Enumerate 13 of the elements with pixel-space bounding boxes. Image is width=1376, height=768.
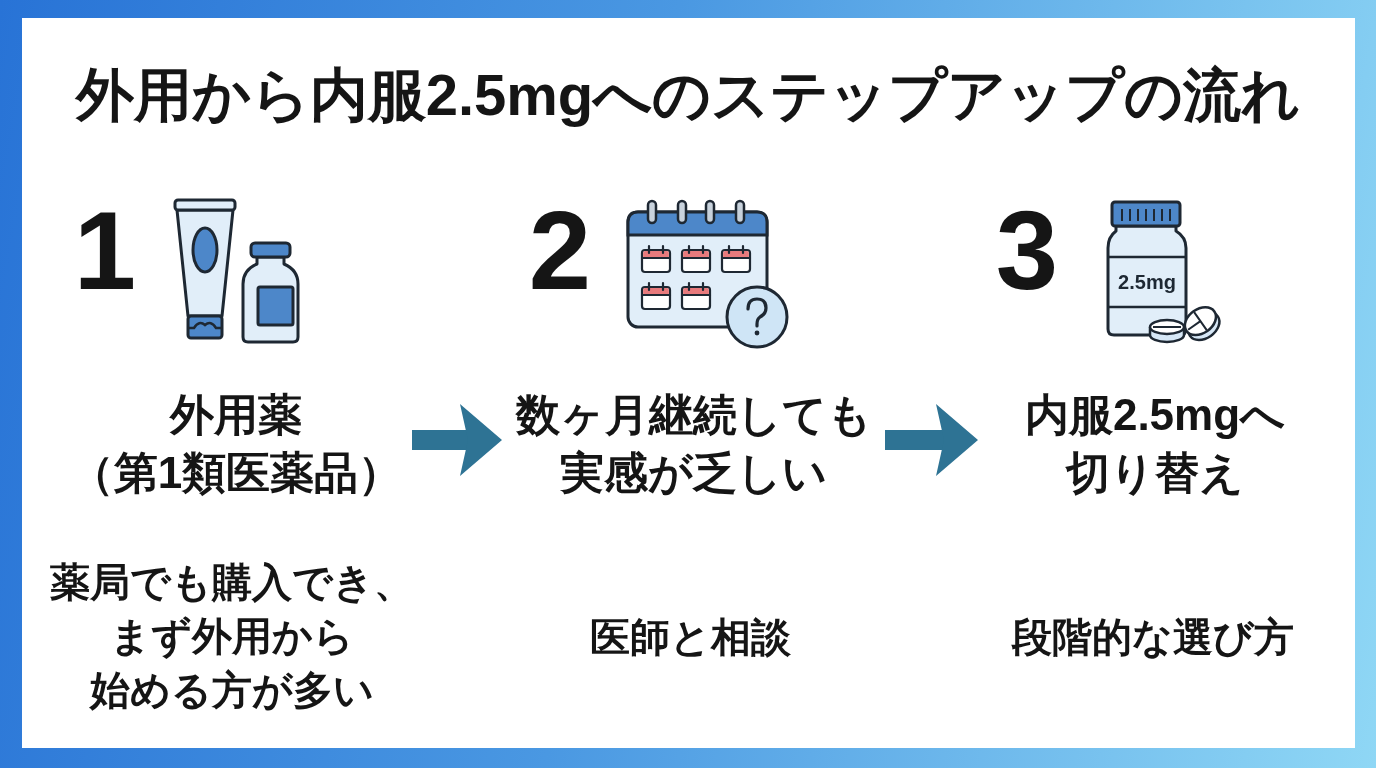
- step-description: 薬局でも購入でき、まず外用から始める方が多い: [49, 559, 415, 714]
- arrow: [412, 404, 502, 476]
- step-number: 1: [72, 195, 138, 307]
- step-number: 2: [527, 195, 593, 307]
- step-number: 3: [994, 195, 1060, 307]
- step-description: 段階的な選び方: [1010, 614, 1295, 661]
- step-title: 数ヶ月継続しても実感が乏しい: [502, 386, 885, 502]
- step-title: 内服2.5mgへ切り替え: [978, 386, 1332, 502]
- step-description: 医師と相談: [588, 614, 792, 661]
- arrow: [885, 404, 978, 476]
- title: 外用から内服2.5mgへのステップアップの流れ: [74, 62, 1302, 128]
- dose-label: 2.5mg: [1117, 270, 1177, 294]
- step-title: 外用薬（第1類医薬品）: [60, 386, 412, 502]
